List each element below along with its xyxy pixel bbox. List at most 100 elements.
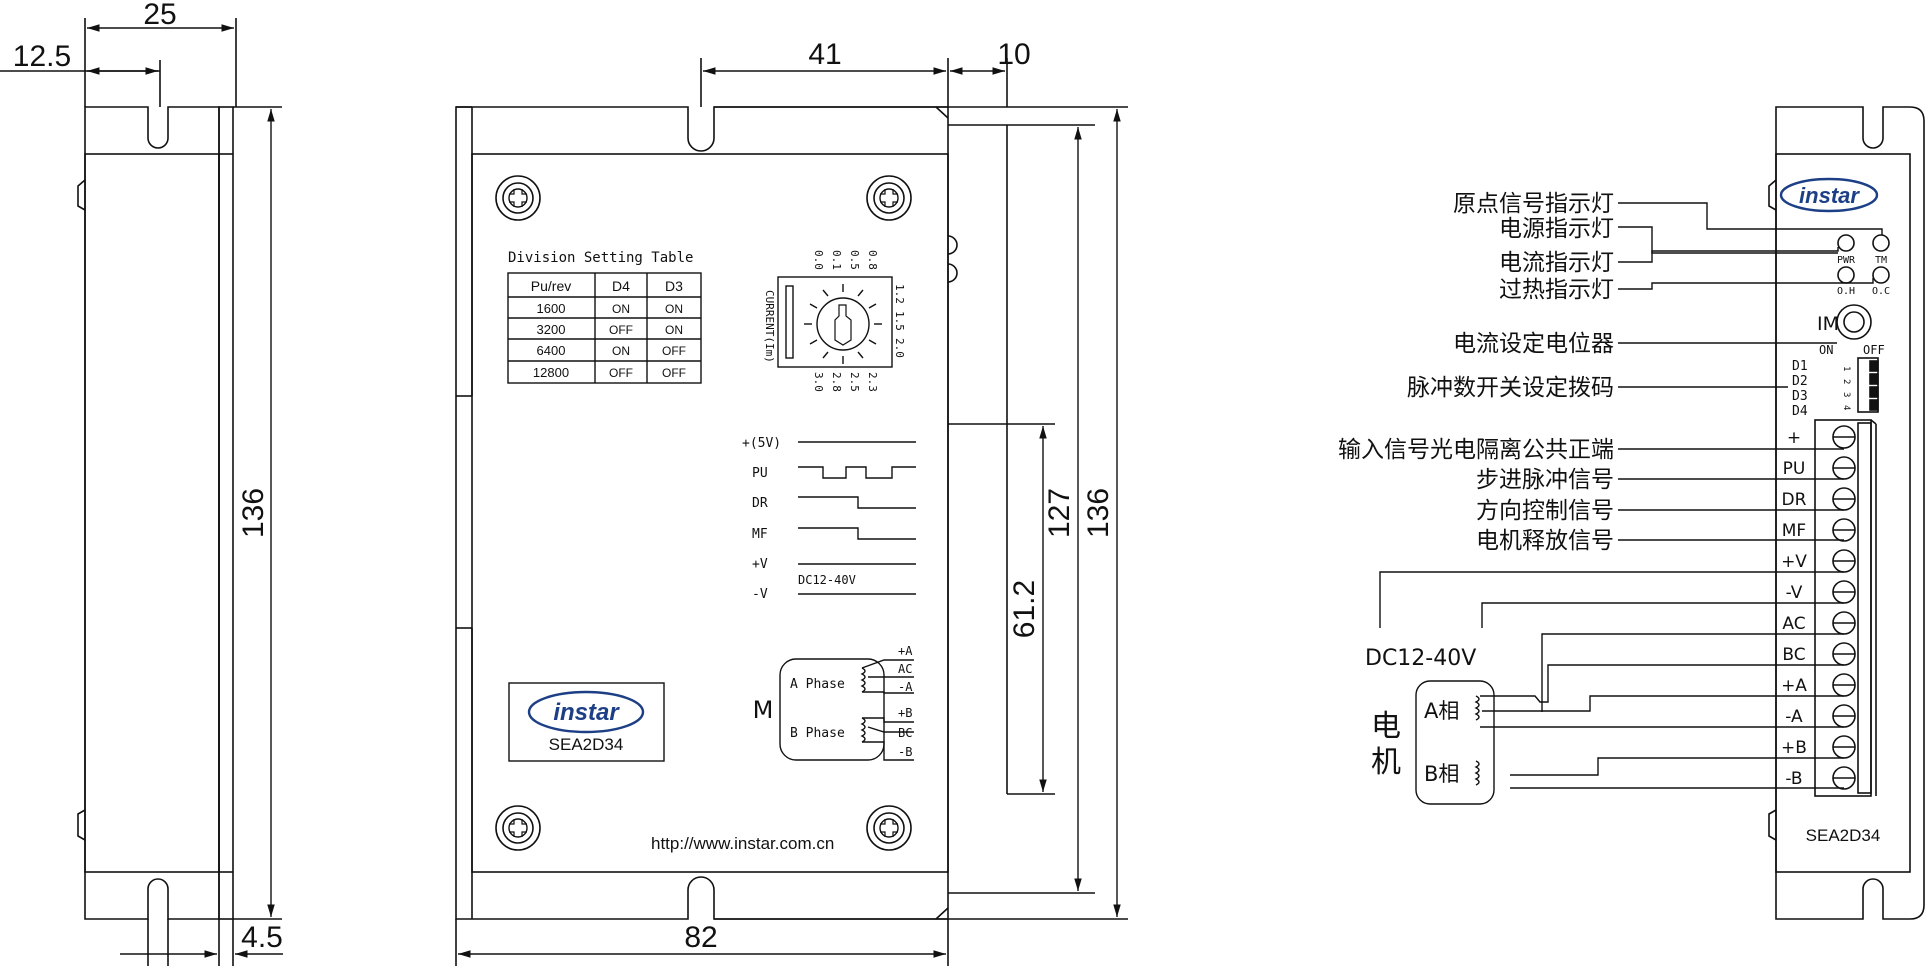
model-name: SEA2D34	[549, 735, 624, 754]
table-cell: 1600	[537, 301, 566, 316]
switch-id: D4	[1792, 404, 1808, 419]
table-header-d4: D4	[612, 278, 630, 294]
callout-label: 步进脉冲信号	[1476, 467, 1614, 493]
terminal-label: DR	[1782, 490, 1807, 510]
terminal-screw-icon	[1832, 487, 1856, 511]
table-cell: OFF	[609, 323, 633, 337]
motor-char: 机	[1371, 745, 1401, 780]
callout-leaders	[1379, 202, 1883, 789]
pin-label: -B	[898, 745, 912, 759]
dial-top-value: 0.5	[848, 250, 861, 270]
division-table	[507, 272, 702, 384]
callout-label: 电机释放信号	[1476, 528, 1614, 554]
dim-mid-top-a: 41	[808, 38, 841, 71]
screw-icon	[495, 805, 541, 851]
coil-b-label: B相	[1424, 762, 1459, 786]
dial-top-value: 0.1	[830, 250, 843, 270]
table-cell: ON	[665, 302, 683, 316]
callout-label: 脉冲数开关设定拨码	[1407, 375, 1614, 401]
dim-left-bottom: 4.5	[241, 921, 283, 954]
panel-logo: instar	[1799, 183, 1860, 208]
pin-label: BC	[898, 726, 912, 740]
dial-label: CURRENT(Im)	[763, 290, 776, 363]
panel-model: SEA2D34	[1806, 826, 1881, 845]
side-view	[0, 18, 282, 966]
terminal-label: +B	[1781, 738, 1807, 758]
motor-block	[779, 658, 914, 761]
dim-mid-h-full: 136	[1082, 488, 1115, 538]
coil-a-label: A相	[1424, 699, 1459, 723]
switch-num: 2	[1841, 379, 1851, 384]
pin-label: AC	[898, 662, 912, 676]
signal-label: DR	[752, 496, 768, 511]
screw-icon	[866, 805, 912, 851]
dial-right-value: 2.0	[893, 338, 906, 358]
terminal-screw-icon	[1832, 518, 1856, 542]
dim-left-offset: 12.5	[13, 40, 71, 73]
supply-label: DC12-40V	[798, 573, 856, 587]
terminal-label: -A	[1785, 707, 1803, 727]
signal-label: -V	[752, 587, 768, 602]
terminal-screw-icon	[1832, 735, 1856, 759]
terminal-screw-icon	[1832, 704, 1856, 728]
terminal-screw-icon	[1832, 549, 1856, 573]
terminal-screw-icon	[1832, 673, 1856, 697]
front-view	[455, 58, 1128, 966]
switch-off-label: OFF	[1863, 343, 1885, 357]
signal-label: +V	[752, 557, 768, 572]
dim-mid-width: 82	[684, 921, 717, 954]
terminal-screws	[1832, 425, 1856, 790]
table-header-pu: Pu/rev	[531, 278, 571, 294]
terminal-label: BC	[1782, 645, 1805, 665]
table-cell: 3200	[537, 322, 566, 337]
table-cell: ON	[612, 302, 630, 316]
callout-label: 输入信号光电隔离公共正端	[1338, 437, 1614, 463]
dial-bottom-value: 2.5	[848, 372, 861, 392]
terminal-screw-icon	[1832, 456, 1856, 480]
switch-on-label: ON	[1819, 343, 1833, 357]
switch-num: 4	[1841, 405, 1851, 410]
table-cell: OFF	[662, 344, 686, 358]
callout-label: 方向控制信号	[1476, 498, 1614, 524]
dim-mid-h-mid: 127	[1043, 488, 1076, 538]
division-table-title: Division Setting Table	[508, 250, 693, 266]
table-header-d3: D3	[665, 278, 683, 294]
dim-mid-top-b: 10	[997, 38, 1030, 71]
terminal-label: AC	[1782, 614, 1805, 634]
led-label: O.H	[1837, 286, 1855, 297]
front-dimension-lines	[458, 67, 1121, 958]
table-cell: ON	[665, 323, 683, 337]
phase-b-label: B Phase	[790, 726, 845, 741]
terminal-screw-icon	[1832, 766, 1856, 790]
terminal-label: +	[1787, 428, 1801, 448]
brand-logo: instar	[553, 699, 620, 726]
dim-left-height: 136	[237, 488, 270, 538]
pin-label: +A	[898, 644, 913, 658]
timing-diagram	[798, 441, 916, 595]
pot-label: IM	[1817, 313, 1839, 335]
callout-label: 原点信号指示灯	[1453, 191, 1614, 217]
terminal-label: +A	[1781, 676, 1807, 696]
terminal-label: -B	[1785, 769, 1802, 789]
table-cell: OFF	[609, 366, 633, 380]
table-cell: 6400	[537, 343, 566, 358]
led-label: PWR	[1837, 255, 1856, 266]
motor-letter: M	[753, 696, 774, 724]
terminal-screw-icon	[1832, 642, 1856, 666]
switch-id: D3	[1792, 389, 1808, 404]
dial-top-value: 0.8	[866, 250, 879, 270]
screw-icon	[866, 175, 912, 221]
callout-label: 电源指示灯	[1499, 216, 1614, 242]
dial-bottom-value: 3.0	[812, 372, 825, 392]
callout-label: 电流设定电位器	[1453, 331, 1614, 357]
table-cell: OFF	[662, 366, 686, 380]
terminal-screw-icon	[1832, 580, 1856, 604]
terminal-label: -V	[1786, 583, 1803, 603]
dial-right-value: 1.2	[893, 284, 906, 304]
signal-label: MF	[752, 527, 768, 542]
logo-box	[508, 682, 665, 762]
switch-num: 3	[1841, 392, 1851, 397]
dial-bottom-value: 2.3	[866, 372, 879, 392]
switch-id: D2	[1792, 374, 1808, 389]
dial-bottom-value: 2.8	[830, 372, 843, 392]
